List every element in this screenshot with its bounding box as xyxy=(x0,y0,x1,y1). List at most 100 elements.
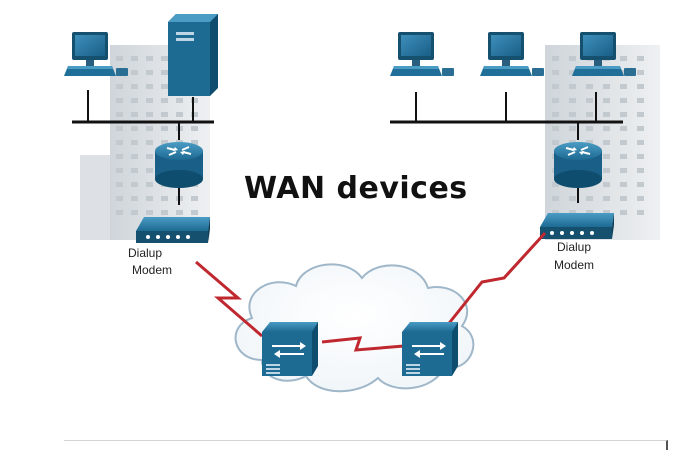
building-window xyxy=(161,140,168,145)
building-window xyxy=(146,196,153,201)
building-window xyxy=(603,210,610,215)
right-modem-label-line2: Modem xyxy=(554,258,594,272)
building-window xyxy=(603,84,610,89)
building-window xyxy=(586,84,593,89)
building-window xyxy=(116,154,123,159)
building-window xyxy=(637,210,644,215)
building-window xyxy=(620,196,627,201)
building-window xyxy=(586,210,593,215)
building-window xyxy=(176,112,183,117)
right-router-icon xyxy=(553,141,603,189)
building-window xyxy=(586,112,593,117)
building-window xyxy=(569,70,576,75)
building-window xyxy=(620,210,627,215)
building-window xyxy=(569,56,576,61)
building-window xyxy=(116,56,123,61)
building-window xyxy=(131,84,138,89)
building-window xyxy=(603,126,610,131)
building-window xyxy=(116,98,123,103)
building-window xyxy=(146,70,153,75)
building-window xyxy=(161,70,168,75)
building-window xyxy=(131,210,138,215)
building-window xyxy=(161,56,168,61)
bottom-divider xyxy=(64,440,668,450)
building-window xyxy=(146,182,153,187)
building-window xyxy=(161,84,168,89)
building-window xyxy=(131,168,138,173)
building-window xyxy=(569,98,576,103)
building-window xyxy=(586,98,593,103)
building-window xyxy=(131,154,138,159)
building-window xyxy=(603,140,610,145)
building-window xyxy=(131,140,138,145)
building-window xyxy=(131,112,138,117)
building-window xyxy=(131,182,138,187)
building-window xyxy=(552,98,559,103)
building-window xyxy=(637,84,644,89)
right-modem-label-line1: Dialup xyxy=(557,240,591,254)
building-window xyxy=(552,112,559,117)
building-window xyxy=(552,140,559,145)
building-window xyxy=(116,140,123,145)
building-window xyxy=(552,56,559,61)
building-window xyxy=(191,112,198,117)
building-window xyxy=(603,154,610,159)
building-window xyxy=(637,140,644,145)
building-window xyxy=(586,196,593,201)
building-window xyxy=(131,196,138,201)
cloud-internal-link xyxy=(321,336,405,352)
building-window xyxy=(569,84,576,89)
building-window xyxy=(637,182,644,187)
building-window xyxy=(603,112,610,117)
building-window xyxy=(620,126,627,131)
building-window xyxy=(161,126,168,131)
building-window xyxy=(191,196,198,201)
building-window xyxy=(637,168,644,173)
building-window xyxy=(116,84,123,89)
building-window xyxy=(603,196,610,201)
building-window xyxy=(620,70,627,75)
building-window xyxy=(620,168,627,173)
building-window xyxy=(146,210,153,215)
building-window xyxy=(116,126,123,131)
building-window xyxy=(146,168,153,173)
building-window xyxy=(586,126,593,131)
left-modem-label-line1: Dialup xyxy=(128,246,162,260)
building-window xyxy=(603,182,610,187)
building-window xyxy=(116,196,123,201)
building-window xyxy=(116,182,123,187)
building-window xyxy=(191,98,198,103)
building-window xyxy=(603,98,610,103)
building-window xyxy=(552,210,559,215)
building-window xyxy=(637,154,644,159)
building-window xyxy=(146,98,153,103)
building-window xyxy=(586,140,593,145)
building-window xyxy=(552,84,559,89)
building-window xyxy=(620,154,627,159)
building-window xyxy=(131,126,138,131)
building-window xyxy=(637,56,644,61)
building-window xyxy=(620,84,627,89)
left-wan-switch-icon xyxy=(261,321,319,377)
building-window xyxy=(116,112,123,117)
building-window xyxy=(161,98,168,103)
building-window xyxy=(637,98,644,103)
building-window xyxy=(620,56,627,61)
building-window xyxy=(637,112,644,117)
building-window xyxy=(637,70,644,75)
right-building xyxy=(545,45,660,240)
building-window xyxy=(116,210,123,215)
right-wan-serial-link xyxy=(444,231,547,328)
building-window xyxy=(146,126,153,131)
building-window xyxy=(176,210,183,215)
building-window xyxy=(637,126,644,131)
building-window xyxy=(191,140,198,145)
building-window xyxy=(552,70,559,75)
building-window xyxy=(620,112,627,117)
tower-server-icon xyxy=(168,14,218,96)
building-window xyxy=(146,154,153,159)
building-window xyxy=(161,210,168,215)
building-window xyxy=(131,70,138,75)
building-window xyxy=(146,56,153,61)
